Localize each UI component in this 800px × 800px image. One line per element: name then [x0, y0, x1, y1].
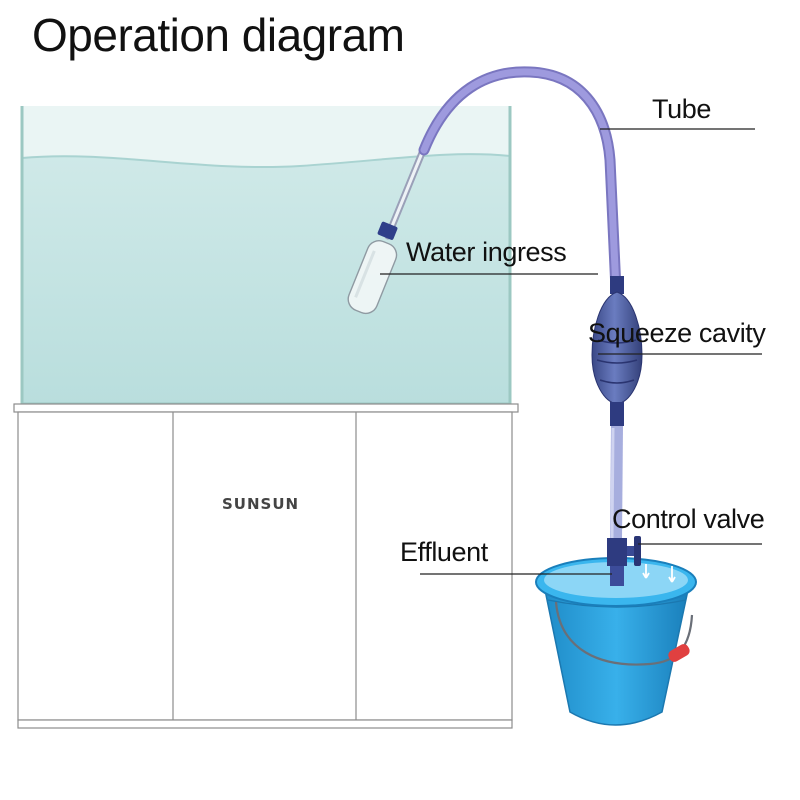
label-effluent: Effluent	[400, 537, 488, 567]
cabinet-base	[17, 719, 513, 729]
outlet-nozzle	[610, 566, 624, 586]
lower-tube	[610, 425, 623, 541]
bucket-ring	[547, 599, 687, 608]
tank-water	[22, 154, 510, 404]
label-water-ingress: Water ingress	[406, 237, 567, 267]
cabinet	[13, 403, 519, 729]
tube	[420, 68, 620, 294]
lower-tube-highlight	[610, 427, 615, 539]
handle-grip	[668, 644, 690, 662]
cabinet-brand-logo: SUNSUN	[222, 495, 300, 513]
bulb-ridges	[596, 339, 638, 384]
leader-lines	[380, 128, 762, 575]
diagram-title: Operation diagram	[32, 9, 405, 61]
cabinet-body	[17, 411, 513, 721]
valve-body	[607, 538, 627, 566]
label-tube: Tube	[652, 94, 711, 124]
label-control-valve: Control valve	[612, 504, 765, 534]
cabinet-top	[13, 403, 519, 413]
nozzle-connector	[377, 221, 398, 240]
squeeze-bulb	[591, 276, 643, 426]
label-squeeze-cavity: Squeeze cavity	[588, 318, 766, 348]
nozzle-stem-highlight	[386, 146, 426, 238]
aquarium-tank	[20, 106, 512, 406]
nozzle	[347, 144, 428, 315]
valve-stem	[627, 546, 639, 556]
bucket-body	[544, 589, 689, 726]
water-surface	[21, 153, 511, 169]
bucket-handle	[554, 601, 694, 666]
flow-arrows	[642, 564, 676, 583]
bulb-top-connector	[610, 276, 624, 294]
nozzle-cylinder	[347, 240, 398, 315]
bulb-bottom-connector	[610, 402, 624, 426]
valve-knob	[634, 536, 641, 566]
